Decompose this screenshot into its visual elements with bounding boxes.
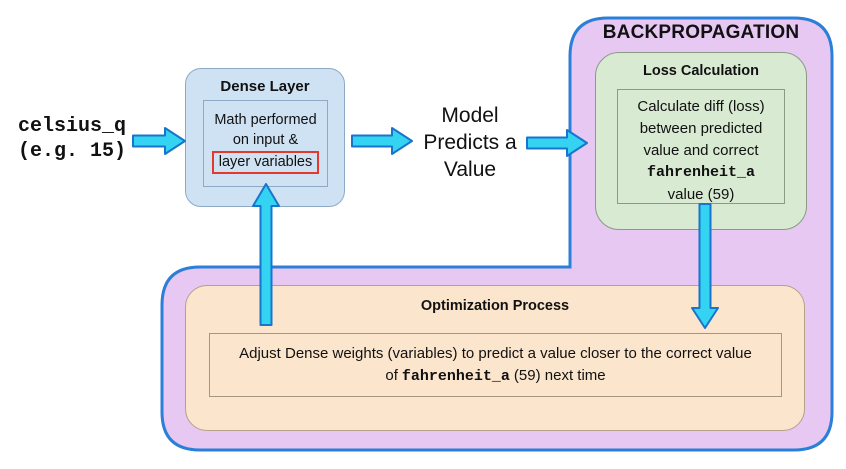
arrow-dense-to-model	[351, 127, 413, 155]
dense-line-2: on input &	[232, 132, 299, 148]
loss-line-1: Calculate diff (loss)	[637, 98, 765, 115]
loss-line-3: value and correct	[643, 142, 759, 159]
fahrenheit-variable-name: fahrenheit_a	[646, 164, 756, 181]
dense-layer-description: Math performed on input & layer variable…	[203, 100, 328, 187]
input-variable-name: celsius_q	[17, 115, 127, 138]
optimization-process-box: Optimization Process Adjust Dense weight…	[185, 285, 805, 431]
loss-calculation-description: Calculate diff (loss) between predicted …	[617, 89, 785, 204]
model-line-1: Model	[441, 104, 499, 127]
loss-calculation-title: Loss Calculation	[642, 63, 760, 79]
optimization-line-2-post: (59) next time	[513, 367, 606, 384]
optimization-line-2-pre: of	[385, 367, 398, 384]
dense-line-1: Math performed	[214, 112, 317, 128]
input-value-label: celsius_q (e.g. 15)	[2, 114, 142, 164]
dense-layer-title: Dense Layer	[220, 78, 310, 95]
model-line-3: Value	[443, 158, 497, 181]
optimization-process-description: Adjust Dense weights (variables) to pred…	[209, 333, 782, 397]
layer-variables-highlight: layer variables	[211, 151, 320, 174]
model-prediction-label: Model Predicts a Value	[413, 102, 527, 183]
loss-line-2: between predicted	[639, 120, 763, 137]
model-line-2: Predicts a	[423, 131, 517, 154]
dense-layer-box: Dense Layer Math performed on input & la…	[185, 68, 345, 207]
arrow-model-to-loss	[526, 129, 588, 157]
loss-calculation-box: Loss Calculation Calculate diff (loss) b…	[595, 52, 807, 230]
optimization-line-1: Adjust Dense weights (variables) to pred…	[239, 345, 752, 362]
input-example-value: (e.g. 15)	[17, 140, 127, 163]
loss-line-5: value (59)	[667, 186, 735, 203]
optimization-process-title: Optimization Process	[420, 298, 570, 314]
fahrenheit-variable-name: fahrenheit_a	[401, 368, 510, 385]
backpropagation-title: BACKPROPAGATION	[602, 22, 800, 43]
